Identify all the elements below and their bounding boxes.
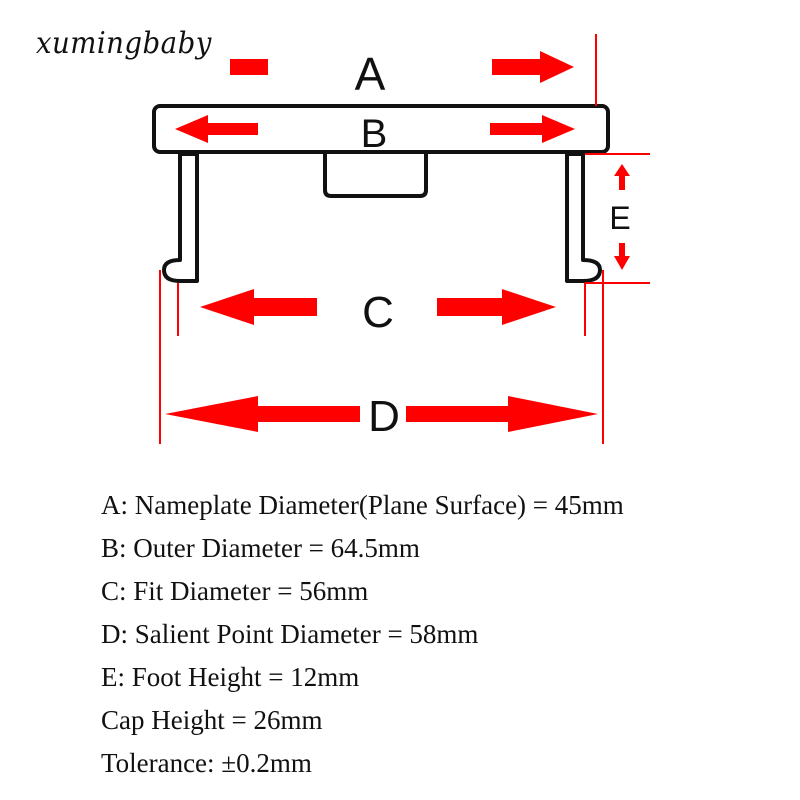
spec-list: A: Nameplate Diameter(Plane Surface) = 4… bbox=[101, 484, 624, 785]
dimension-label-c: C bbox=[362, 288, 394, 337]
a-arrow-left-stub bbox=[230, 59, 268, 75]
cap-center-tab bbox=[323, 154, 428, 198]
a-arrow-right bbox=[492, 51, 574, 83]
e-arrow-up bbox=[614, 164, 630, 190]
watermark-text: xumingbaby bbox=[36, 26, 212, 61]
dimension-label-a: A bbox=[355, 48, 386, 100]
spec-tolerance: Tolerance: ±0.2mm bbox=[101, 748, 312, 778]
dimension-label-b: B bbox=[361, 112, 388, 156]
cap-dimension-diagram: A B E C D bbox=[152, 34, 650, 444]
b-arrow-left bbox=[175, 115, 258, 143]
dimension-label-e: E bbox=[609, 200, 630, 236]
left-leg bbox=[162, 152, 199, 283]
spec-d: D: Salient Point Diameter = 58mm bbox=[101, 619, 479, 649]
c-arrow-right bbox=[437, 289, 556, 325]
c-arrow-left bbox=[200, 289, 317, 325]
e-arrow-down bbox=[614, 243, 630, 270]
d-arrow-right bbox=[406, 396, 598, 432]
spec-a: A: Nameplate Diameter(Plane Surface) = 4… bbox=[101, 490, 624, 520]
b-arrow-right bbox=[490, 115, 575, 143]
right-leg bbox=[565, 152, 602, 283]
d-arrow-left bbox=[165, 396, 360, 432]
spec-cap-height: Cap Height = 26mm bbox=[101, 705, 323, 735]
cap-top-plate bbox=[152, 104, 610, 154]
spec-c: C: Fit Diameter = 56mm bbox=[101, 576, 369, 606]
spec-b: B: Outer Diameter = 64.5mm bbox=[101, 533, 420, 563]
dimension-label-d: D bbox=[368, 392, 400, 441]
spec-e: E: Foot Height = 12mm bbox=[101, 662, 360, 692]
